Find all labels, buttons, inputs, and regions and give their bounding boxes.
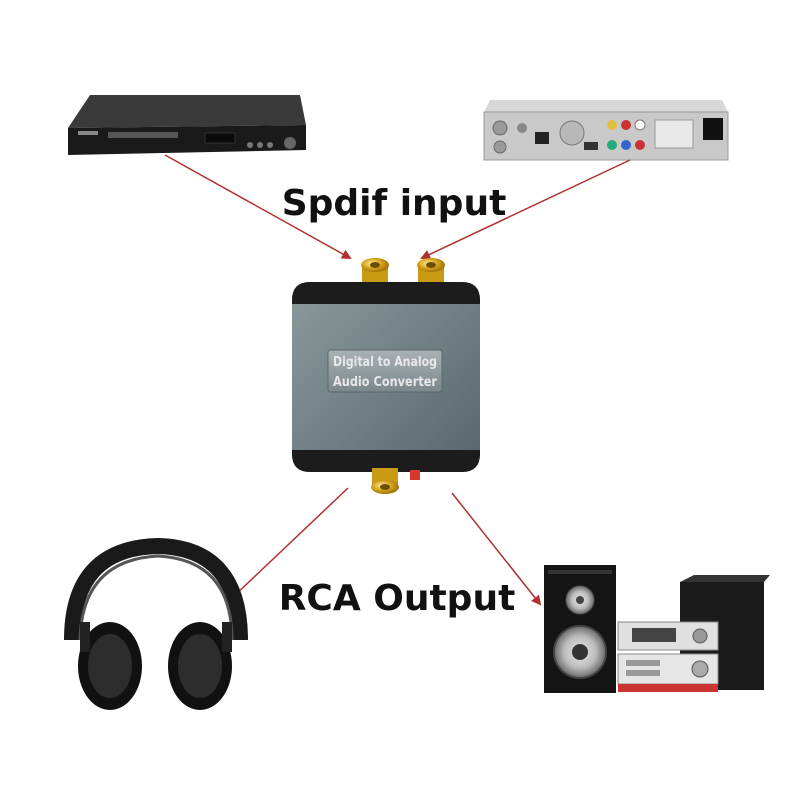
arrow-input-right [420,159,631,260]
converter-name-plate: Digital to Analog Audio Converter [327,349,443,393]
arrow-output-left [230,487,349,600]
converter-title-line1: Digital to Analog [333,355,437,370]
rca-output-jack [371,468,399,494]
rca-output-label: RCA Output [279,578,516,619]
speaker-system-icon [544,565,770,693]
spdif-input-label: Spdif input [282,183,507,224]
converter-title-line2: Audio Converter [333,375,438,390]
power-led [410,470,420,480]
arrow-output-right [451,492,542,606]
coaxial-input-jack [361,258,389,283]
arrow-input-left [164,154,352,259]
dvd-player-icon [68,95,306,155]
optical-input-jack [417,258,445,283]
headphones-icon [64,537,248,710]
audio-converter-box: Digital to Analog Audio Converter [292,258,480,494]
set-top-box-icon [483,100,729,161]
